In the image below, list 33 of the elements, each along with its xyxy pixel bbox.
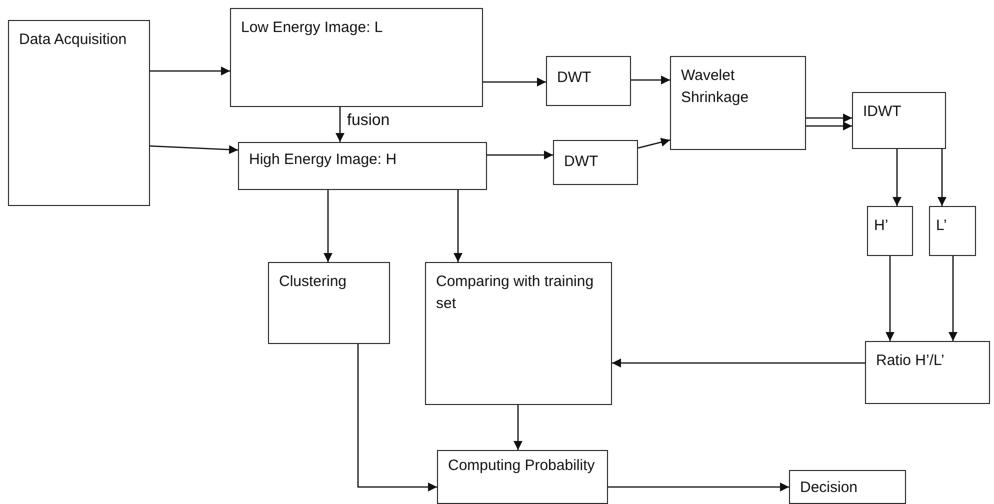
- arrow: [357, 344, 437, 492]
- arrow: [483, 78, 546, 86]
- arrow: [514, 405, 522, 450]
- process-box: Decision: [789, 470, 906, 504]
- process-box: Data Acquisition: [8, 20, 150, 206]
- process-box: DWT: [553, 140, 638, 185]
- process-box: Wavelet Shrinkage: [670, 56, 806, 150]
- arrow: [948, 256, 958, 341]
- arrow: [806, 114, 852, 122]
- arrow: [150, 145, 238, 154]
- arrow: [608, 482, 789, 492]
- arrow: [612, 358, 865, 368]
- process-box: H’: [867, 206, 913, 256]
- process-box: Clustering: [268, 262, 390, 344]
- arrow: [886, 256, 894, 341]
- arrow: [487, 150, 553, 160]
- process-box: High Energy Image: H: [238, 142, 487, 190]
- arrow: [638, 138, 670, 149]
- process-box: L’: [929, 206, 976, 256]
- arrow: [324, 190, 332, 262]
- arrow: [892, 149, 902, 206]
- arrow: [150, 66, 230, 76]
- arrow: [938, 149, 946, 206]
- process-box: IDWT: [852, 92, 946, 149]
- arrow: [631, 76, 670, 84]
- arrow: [806, 122, 852, 130]
- process-box: Computing Probability: [437, 450, 608, 504]
- process-box: Low Energy Image: L: [230, 8, 483, 107]
- process-box: Comparing with training set: [425, 262, 612, 405]
- process-box: Ratio H’/L’: [865, 341, 990, 404]
- process-box: DWT: [546, 56, 631, 106]
- arrow: [336, 107, 344, 142]
- arrow: [454, 190, 462, 262]
